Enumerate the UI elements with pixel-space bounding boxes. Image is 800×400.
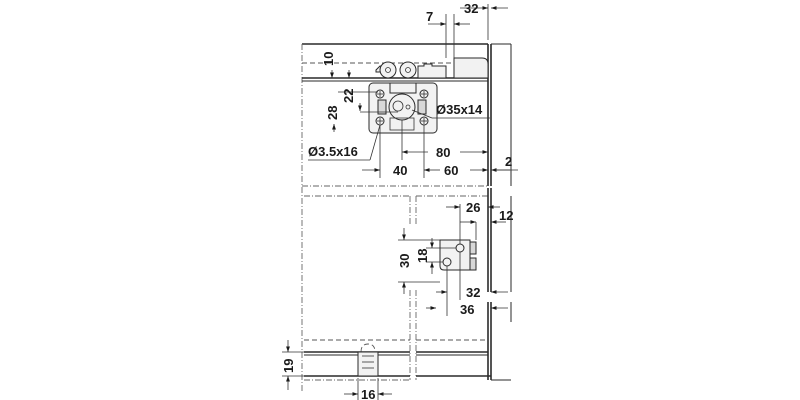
cabinet-frame [301, 43, 512, 392]
dimension-labels: 32 7 10 22 28 Ø35x14 Ø3.5x16 80 40 60 2 … [281, 1, 513, 400]
dim-guide-depth-a: 32 [466, 285, 480, 300]
middle-guide [439, 239, 477, 271]
dim-screw-spacing-v: 22 [341, 89, 356, 103]
dim-edge-distance: 60 [444, 163, 458, 178]
dim-gap-right: 2 [505, 154, 512, 169]
dim-top-offset: 32 [464, 1, 478, 16]
dim-top-gap: 7 [426, 9, 433, 24]
dim-bottom-width: 16 [361, 387, 375, 400]
dim-guide-offset: 26 [466, 200, 480, 215]
dim-screw-spec: Ø3.5x16 [308, 144, 358, 159]
screw-icon [375, 89, 385, 99]
dim-center-height: 28 [325, 106, 340, 120]
dim-guide-depth-b: 36 [460, 302, 474, 317]
dimension-lines [282, 4, 518, 400]
dim-guide-height-inner: 18 [415, 249, 430, 263]
dim-bottom-height: 19 [281, 359, 296, 373]
dim-panel-thickness: 12 [499, 208, 513, 223]
dim-cup-bore: Ø35x14 [436, 102, 483, 117]
roller-carriage [375, 14, 489, 79]
dim-hole-to-edge: 80 [436, 145, 450, 160]
bottom-guide [357, 343, 379, 377]
screw-icon [419, 89, 429, 99]
dim-rail-height: 10 [321, 52, 336, 66]
dim-screw-pitch: 40 [393, 163, 407, 178]
screw-icon [419, 116, 429, 126]
mounting-plate [368, 82, 438, 134]
dim-guide-height-outer: 30 [397, 254, 412, 268]
screw-icon [375, 116, 385, 126]
